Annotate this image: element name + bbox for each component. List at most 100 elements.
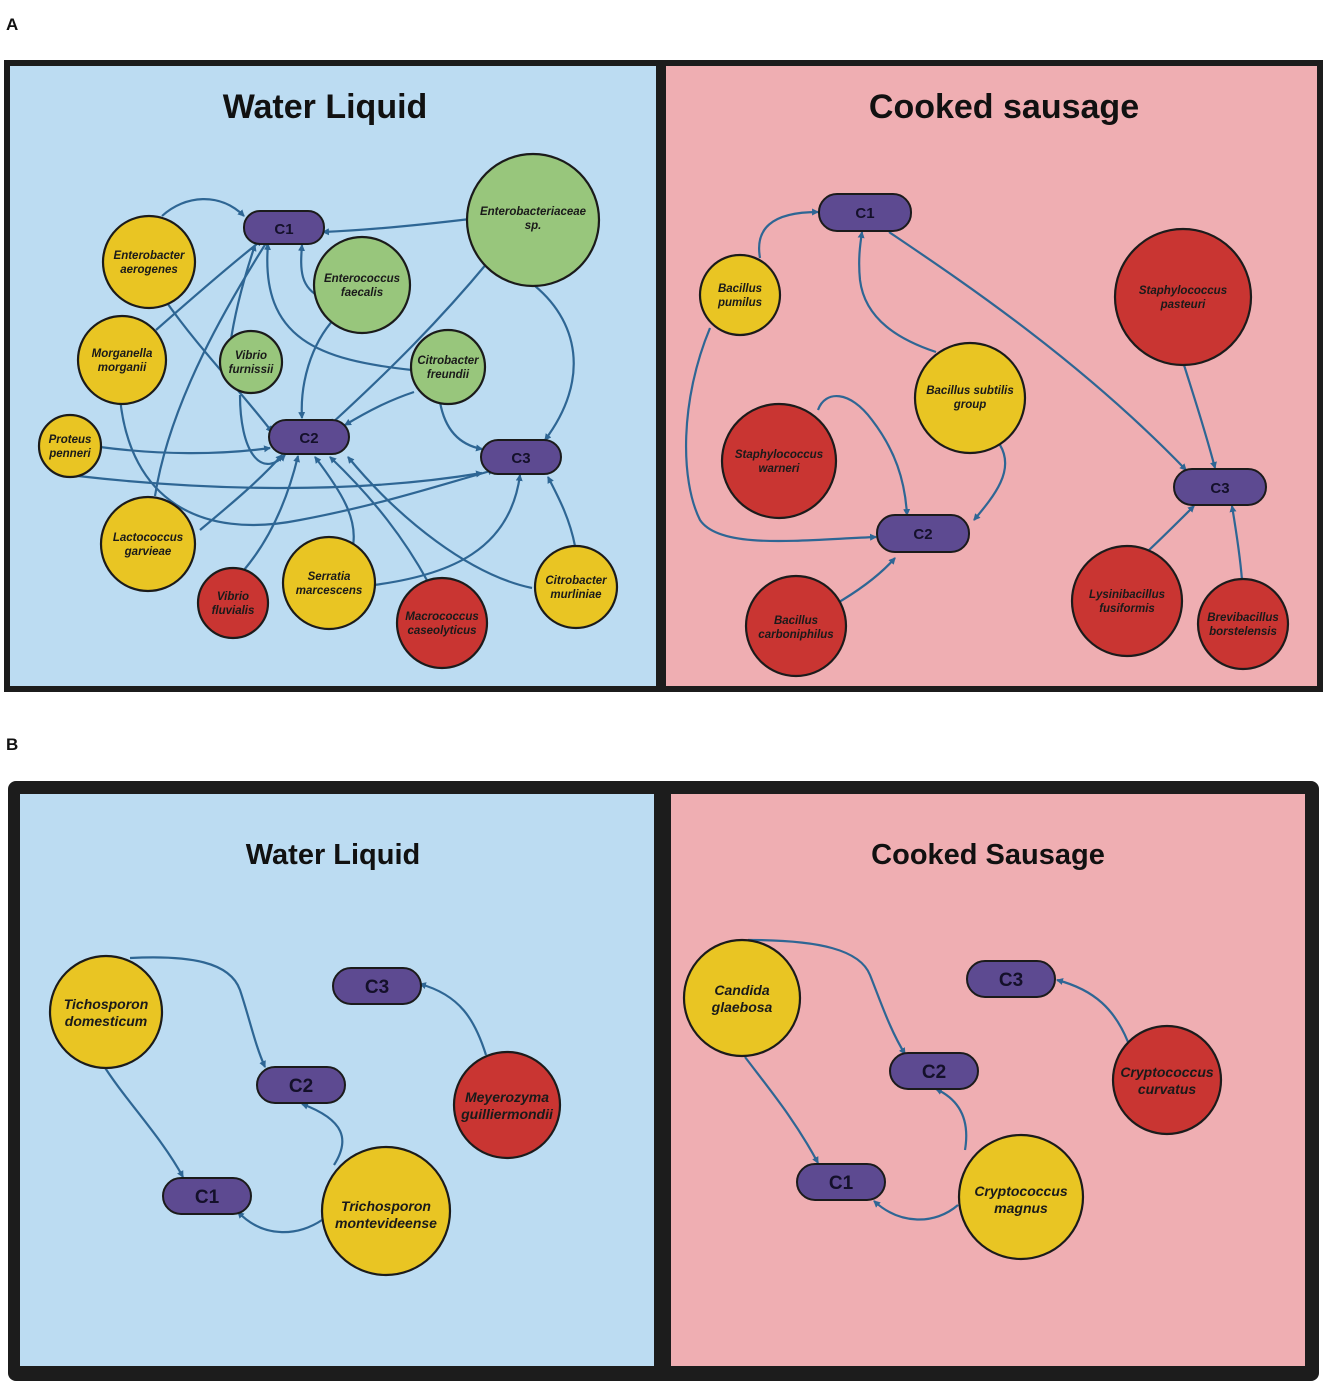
edge-staphylococcus-pasteuri-to-c3 [1182, 364, 1217, 470]
panel-letter-b: B [6, 735, 18, 754]
node-trichosporon-montevideense-line2: montevideense [335, 1215, 437, 1231]
node-serratia-marcescens [281, 535, 377, 631]
node-bacillus-subtilis-group-line2: group [953, 399, 987, 411]
edge-candida-glaebosa-to-c1 [744, 1056, 819, 1164]
cluster-c2-label: C2 [922, 1062, 946, 1083]
edge-bacillus-pumilus-to-c2 [684, 327, 878, 543]
node-vibrio-fluvialis-line1: Vibrio [217, 591, 249, 603]
cluster-c1-label: C1 [274, 221, 293, 238]
node-brevibacillus-borstelensis-line2: borstelensis [1209, 626, 1277, 638]
panel-a-water-clusters: C1 C2 C3 [243, 210, 562, 475]
panel-a-sausage-edges [684, 208, 1244, 606]
edge-enterobacter-aerogenes-to-c1 [161, 198, 245, 217]
edge-citrobacter-freundii-to-c2 [344, 390, 415, 426]
node-proteus-penneri-line2: penneri [48, 448, 91, 460]
node-bacillus-subtilis-group-line1: Bacillus subtilis [926, 385, 1014, 397]
node-proteus-penneri [37, 413, 103, 479]
panel-b-sausage-title: Cooked Sausage [871, 839, 1105, 871]
edge-cryptococcus-magnus-to-c2 [935, 1088, 968, 1151]
panel-a-sausage-title: Cooked sausage [869, 88, 1139, 126]
edge-lactococcus-garvieae-to-c1 [153, 239, 269, 497]
node-bacillus-carboniphilus-line1: Bacillus [774, 615, 818, 627]
panel-a-water-nodes: Enterobacter aerogenes Morganella morgan… [37, 152, 619, 670]
cluster-c1 [818, 193, 912, 232]
edge-citrobacter-murliniae-to-c3 [547, 476, 577, 547]
cluster-c3 [480, 439, 562, 475]
edge-enterobacter-aerogenes-to-c2 [164, 299, 273, 433]
cluster-c2 [256, 1066, 346, 1104]
cluster-c1-label: C1 [829, 1173, 854, 1194]
edge-bacillus-subtilis-to-c2 [973, 444, 1007, 521]
edge-c1-to-c3 [888, 231, 1187, 471]
cluster-c3-label: C3 [511, 450, 530, 467]
cluster-c2-label: C2 [913, 526, 932, 543]
node-meyerozyma-guilliermondii-line1: Meyerozyma [465, 1089, 549, 1105]
edge-vibrio-fluvialis-to-c2 [243, 454, 301, 571]
edge-cryptococcus-magnus-to-c1 [873, 1200, 959, 1221]
edge-bacillus-subtilis-to-c1 [857, 230, 937, 354]
edge-morganella-morganii-to-c3 [118, 397, 496, 527]
edge-proteus-penneri-to-c2 [99, 445, 272, 455]
node-vibrio-fluvialis-line2: fluvialis [212, 605, 255, 617]
panel-b-sausage-nodes: Candida glaebosa Cryptococcus magnus Cry… [682, 938, 1223, 1261]
node-cryptococcus-magnus-line1: Cryptococcus [974, 1183, 1068, 1199]
panel-b-water-title: Water Liquid [246, 839, 421, 871]
node-staphylococcus-warneri-line2: warneri [759, 463, 801, 475]
node-lysinibacillus-fusiformis-line1: Lysinibacillus [1089, 589, 1165, 601]
node-vibrio-fluvialis [196, 566, 270, 640]
node-cryptococcus-curvatus-line2: curvatus [1138, 1081, 1197, 1097]
node-lysinibacillus-fusiformis-line2: fusiformis [1099, 603, 1155, 615]
node-lactococcus-garvieae [99, 495, 197, 593]
edge-staphylococcus-warneri-to-c2 [816, 395, 911, 517]
cluster-c2 [268, 419, 350, 455]
node-cryptococcus-curvatus-line1: Cryptococcus [1120, 1064, 1214, 1080]
edge-trichosporon-montevideense-to-c2 [301, 1102, 344, 1166]
node-candida-glaebosa-line1: Candida [714, 982, 769, 998]
edge-enterobacteriaceae-to-c1 [321, 217, 471, 236]
node-citrobacter-murliniae [533, 544, 619, 630]
node-lysinibacillus-fusiformis [1070, 544, 1184, 658]
edge-trichosporon-montevideense-to-c1 [237, 1211, 323, 1234]
node-staphylococcus-warneri-line1: Staphylococcus [735, 449, 823, 461]
node-macrococcus-caseolyticus-line2: caseolyticus [407, 625, 476, 637]
panel-b-water-edges [101, 956, 488, 1234]
node-vibrio-furnissii [218, 329, 284, 395]
cluster-c2 [889, 1052, 979, 1090]
node-enterobacteriaceae-sp-line1: Enterobacteriaceae [480, 206, 587, 218]
edge-tichosporon-domesticum-to-c2 [129, 956, 267, 1068]
edge-cryptococcus-curvatus-to-c3 [1055, 978, 1130, 1043]
cluster-c2-label: C2 [289, 1076, 313, 1097]
edge-citrobacter-freundii-to-c3 [438, 401, 484, 452]
node-enterobacter-aerogenes-line1: Enterobacter [114, 250, 185, 262]
panel-a-sausage-clusters: C1 C2 C3 [818, 193, 1267, 553]
cluster-c1 [796, 1163, 886, 1201]
cluster-c2-label: C2 [299, 430, 318, 447]
edge-bacillus-carboniphilus-to-c2 [833, 557, 896, 606]
node-staphylococcus-pasteuri-line2: pasteuri [1160, 299, 1207, 311]
node-enterobacteriaceae-sp-line2: sp. [525, 220, 542, 232]
node-bacillus-pumilus-line2: pumilus [717, 297, 762, 309]
edge-candida-glaebosa-to-c2 [747, 938, 906, 1055]
node-enterococcus-faecalis [312, 235, 412, 335]
edge-enterobacteriaceae-to-c2 [329, 261, 489, 426]
node-enterobacter-aerogenes [101, 214, 197, 310]
node-vibrio-furnissii-line1: Vibrio [235, 350, 267, 362]
panel-b-water-nodes: Tichosporon domesticum Trichosporon mont… [48, 954, 562, 1277]
cluster-c1 [243, 210, 325, 245]
node-staphylococcus-pasteuri-line1: Staphylococcus [1139, 285, 1227, 297]
node-bacillus-carboniphilus [744, 574, 848, 678]
panel-a-water-edges [77, 198, 577, 590]
panel-b-water-clusters: C1 C2 C3 [162, 967, 422, 1215]
panel-a-sausage-nodes: Bacillus pumilus Bacillus subtilis group… [698, 227, 1290, 678]
node-cryptococcus-magnus [957, 1133, 1085, 1261]
edge-tichosporon-domesticum-to-c1 [101, 1062, 184, 1178]
edge-macrococcus-caseolyticus-to-c2 [329, 456, 429, 583]
node-serratia-marcescens-line2: marcescens [296, 585, 363, 597]
node-trichosporon-montevideense [320, 1145, 452, 1277]
node-citrobacter-freundii-line1: Citrobacter [417, 355, 479, 367]
cluster-c1-label: C1 [855, 205, 874, 222]
edge-serratia-marcescens-to-c3 [373, 473, 523, 587]
node-morganella-morganii [76, 314, 168, 406]
edge-citrobacter-freundii-to-c1 [264, 242, 413, 372]
